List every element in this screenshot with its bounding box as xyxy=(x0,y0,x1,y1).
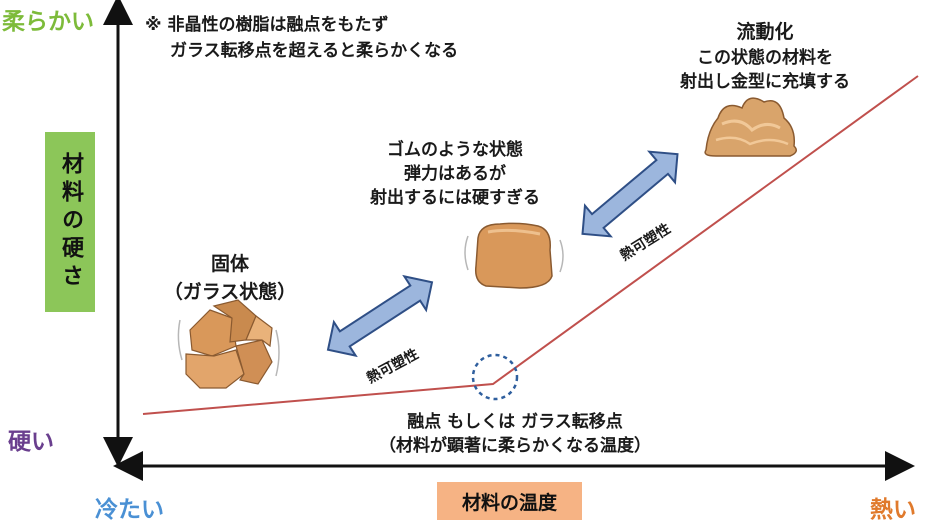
rubber-state-caption: ゴムのような状態 弾力はあるが 射出するには硬すぎる xyxy=(330,138,580,210)
solid-state-title: 固体 xyxy=(210,253,249,275)
y-axis-top-label: 柔らかい xyxy=(2,9,94,35)
solid-state-caption: 固体 （ガラス状態） xyxy=(155,250,305,306)
x-axis-title: 材料の温度 xyxy=(461,491,557,514)
solid-state-subtitle: （ガラス状態） xyxy=(163,281,297,303)
rubber-state-line-3: 射出するには硬すぎる xyxy=(370,188,540,208)
y-axis-bottom-label: 硬い xyxy=(8,429,54,455)
fluid-state-line-3: 射出し金型に充填する xyxy=(680,72,850,92)
transition-point-caption: 融点 もしくは ガラス転移点 （材料が顕著に柔らかくなる温度） xyxy=(355,410,675,458)
transition-line-1: 融点 もしくは ガラス転移点 xyxy=(407,412,623,432)
fluid-state-caption: 流動化 この状態の材料を 射出し金型に充填する xyxy=(655,18,875,94)
thermoplastic-arrow-left xyxy=(326,274,434,358)
transition-line-2: （材料が顕著に柔らかくなる温度） xyxy=(379,436,651,456)
fluid-state-line-2: この状態の材料を xyxy=(697,48,833,68)
rubber-material-illustration xyxy=(464,222,564,289)
x-axis-right-label: 熱い xyxy=(870,497,916,523)
y-axis-title: 材料の硬さ xyxy=(58,152,83,292)
x-axis-title-box: 材料の温度 xyxy=(437,482,582,520)
fluid-state-line-1: 流動化 xyxy=(736,21,794,43)
y-axis-title-box: 材料の硬さ xyxy=(45,132,95,312)
hardness-curve xyxy=(142,75,919,415)
thermoplastic-arrow-right xyxy=(581,150,679,238)
solid-material-illustration xyxy=(177,299,280,389)
note-line-2: ガラス転移点を超えると柔らかくなる xyxy=(170,41,459,61)
x-axis-left-label: 冷たい xyxy=(95,497,164,523)
rubber-state-line-2: 弾力はあるが xyxy=(404,164,506,184)
rubber-state-line-1: ゴムのような状態 xyxy=(387,140,523,160)
fluid-material-illustration xyxy=(704,97,797,157)
note-line-1: ※ 非晶性の樹脂は融点をもたず xyxy=(145,15,389,35)
transition-point-marker xyxy=(471,353,519,401)
